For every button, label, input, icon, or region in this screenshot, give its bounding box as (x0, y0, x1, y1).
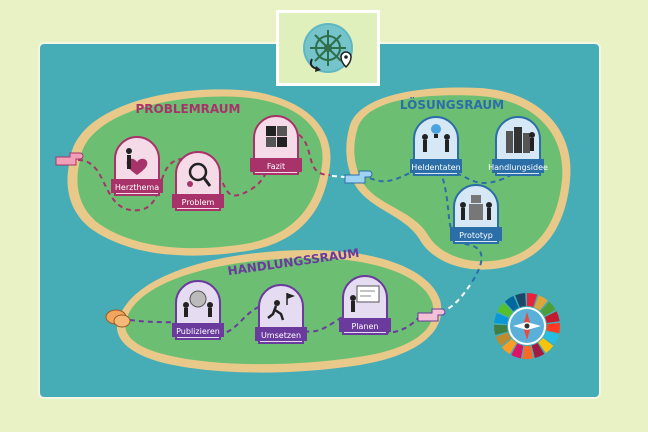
sdg-segment (538, 338, 554, 354)
sdg-segment (511, 343, 524, 359)
sdg-segment (504, 295, 519, 312)
sdg-segment (497, 302, 513, 318)
title-loesungsraum: LÖSUNGSRAUM (400, 97, 504, 112)
globe-people-icon (183, 290, 213, 317)
station-heldentaten[interactable]: Heldentaten (410, 116, 462, 176)
station-label: Problem (182, 198, 215, 207)
title-problemraum: PROBLEMRAUM (135, 102, 240, 116)
sdg-segment (527, 293, 538, 307)
city-walker-icon (506, 127, 535, 153)
station-label: Handlungsidee (488, 163, 548, 172)
sdg-segment (494, 324, 508, 336)
sdg-segment (543, 331, 559, 345)
station-umsetzen[interactable]: Umsetzen (255, 284, 307, 344)
compass-card[interactable] (276, 10, 380, 86)
station-label: Prototyp (459, 231, 493, 240)
pointing-hand-icon (55, 152, 84, 166)
sdg-segment (531, 343, 545, 359)
sdg-segment (546, 322, 560, 334)
station-prototyp[interactable]: Prototyp (450, 184, 502, 244)
sdg-segment (495, 332, 512, 346)
sdg-segment (501, 338, 517, 355)
compass-rose-icon (303, 23, 353, 73)
sdg-segment (540, 301, 556, 317)
clapping-hands-icon (105, 309, 131, 328)
station-label: Publizieren (176, 327, 220, 336)
puzzle-icon (266, 126, 287, 147)
station-label: Planen (351, 322, 378, 331)
sdg-segment (534, 295, 548, 311)
station-label: Heldentaten (411, 163, 460, 172)
station-label: Fazit (267, 162, 285, 171)
lightbulb-people-icon (422, 124, 450, 152)
robot-people-icon (460, 195, 492, 220)
station-label: Herzthema (115, 183, 159, 192)
sdg-segment (522, 345, 534, 359)
sdg-segment (494, 312, 509, 325)
sdg-wheel-compass-icon[interactable] (494, 293, 560, 359)
runner-flag-icon (267, 293, 295, 321)
station-handlungsidee[interactable]: Handlungsidee (488, 116, 548, 176)
station-fazit[interactable]: Fazit (250, 115, 302, 175)
station-label: Umsetzen (261, 331, 301, 340)
station-herzthema[interactable]: Herzthema (111, 136, 163, 196)
station-publizieren[interactable]: Publizieren (172, 280, 224, 340)
sdg-segment (515, 293, 526, 308)
planning-board-icon (350, 285, 380, 312)
station-problem[interactable]: Problem (172, 151, 224, 211)
pointing-hand-icon (344, 170, 373, 184)
sdg-segment (544, 311, 560, 324)
pointing-hand-icon (417, 308, 446, 322)
magnifier-icon (187, 162, 212, 187)
station-planen[interactable]: Planen (339, 275, 391, 335)
heart-person-icon (126, 148, 148, 175)
